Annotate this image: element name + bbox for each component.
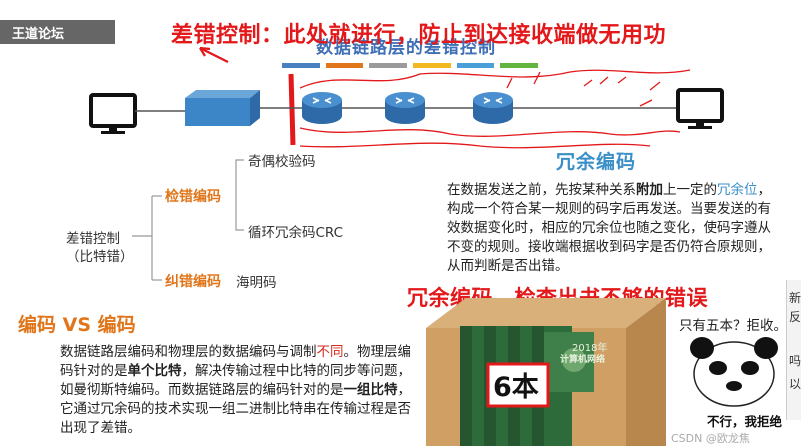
redundancy-text-b: 附加 — [636, 182, 663, 198]
redundancy-text-d: 冗余位 — [717, 182, 758, 198]
redundancy-description: 在数据发送之前，先按某种关系附加上一定的冗余位，构成一个符合某一规则的码字后再发… — [447, 181, 775, 276]
title-color-segment — [369, 63, 408, 68]
title-color-bar — [282, 63, 539, 68]
router-icon — [302, 92, 342, 124]
tree-leaf-crc: 循环冗余码CRC — [248, 225, 344, 241]
meme-caption: 不行，我拒绝 — [707, 414, 783, 429]
side-tab-2[interactable]: 反 — [789, 310, 801, 324]
title-color-segment — [325, 63, 364, 68]
book-year: 2018年 — [572, 343, 608, 354]
vs-text-3-bold: 一组比特 — [343, 382, 398, 398]
tree-leaf-hamming: 海明码 — [236, 275, 277, 291]
watermark-site: 王道论坛 — [12, 27, 65, 42]
router-icon — [385, 92, 425, 124]
redundancy-heading: 冗余编码 — [556, 151, 637, 173]
title-color-segment — [282, 63, 320, 68]
tree-root-sublabel: （比特错） — [66, 249, 134, 265]
redundancy-text-p2: 当要发送的有效数据变化时，相应的冗余位也随之变化，使码字遵从不变的规则。接收端根… — [447, 201, 771, 274]
hand-drawn-annotations — [199, 46, 691, 149]
side-tab-3[interactable]: 吗 — [789, 354, 801, 368]
sender-computer-icon — [89, 93, 137, 134]
title-color-segment — [413, 63, 451, 68]
tree-branch-correct: 纠错编码 — [165, 274, 221, 290]
tree-branch-detect: 检错编码 — [165, 189, 221, 205]
side-tab-4[interactable]: 以 — [789, 377, 801, 391]
watermark-bar — [0, 20, 115, 44]
panda-meme-icon — [690, 337, 778, 407]
cardboard-box-image — [426, 298, 666, 446]
redundancy-text-a: 在数据发送之前，先按某种关系 — [447, 182, 636, 198]
classification-tree-lines — [132, 159, 244, 281]
book-title: 计算机网络 — [560, 355, 606, 365]
vs-description: 数据链路层编码和物理层的数据编码与调制不同。物理层编码针对的是单个比特，解决传输… — [60, 343, 416, 438]
error-control-marker — [288, 73, 296, 146]
csdn-credit: CSDN @欧龙焦 — [671, 432, 750, 445]
vs-text-3: ，解决传输过程中比特的同步等问题，如曼彻斯特编码。而数据链路层的编码针对的是 — [60, 363, 411, 398]
redundancy-text-e: ，构成一个符合某一规则的码字后再发送。 — [447, 182, 771, 217]
box-label-frame — [486, 362, 550, 408]
vs-text-4: ，它通过冗余码的技术实现一组二进制比特串在传输过程是否出现了差错。 — [60, 382, 411, 436]
slide-title: 数据链路层的差错控制 — [316, 38, 496, 58]
box-label: 6本 — [493, 372, 539, 403]
vs-text-2-bold: 单个比特 — [127, 363, 182, 379]
switch-icon — [185, 90, 260, 126]
receiver-computer-icon — [676, 88, 724, 129]
meme-speech: 只有五本？拒收。 — [679, 318, 787, 334]
vs-text-2: 。物理层编码针对的是 — [60, 344, 411, 379]
vs-heading: 编码 VS 编码 — [18, 314, 136, 336]
router-icon — [473, 92, 513, 124]
vs-text-1: 数据链路层编码和物理层的数据编码与调制 — [60, 344, 317, 360]
redundancy-text-c: 上一定的 — [663, 182, 717, 198]
title-color-segment — [456, 63, 495, 68]
vs-text-1-red: 不同 — [316, 344, 344, 360]
tree-root-label: 差错控制 — [66, 231, 120, 247]
annotation-error-control: 差错控制：此处就进行，防止到达接收端做无用功 — [171, 23, 667, 48]
title-color-segment — [500, 63, 539, 68]
side-tab-1[interactable]: 新 — [789, 291, 801, 305]
tree-leaf-parity: 奇偶校验码 — [248, 154, 316, 170]
side-panel-edge — [786, 280, 801, 420]
